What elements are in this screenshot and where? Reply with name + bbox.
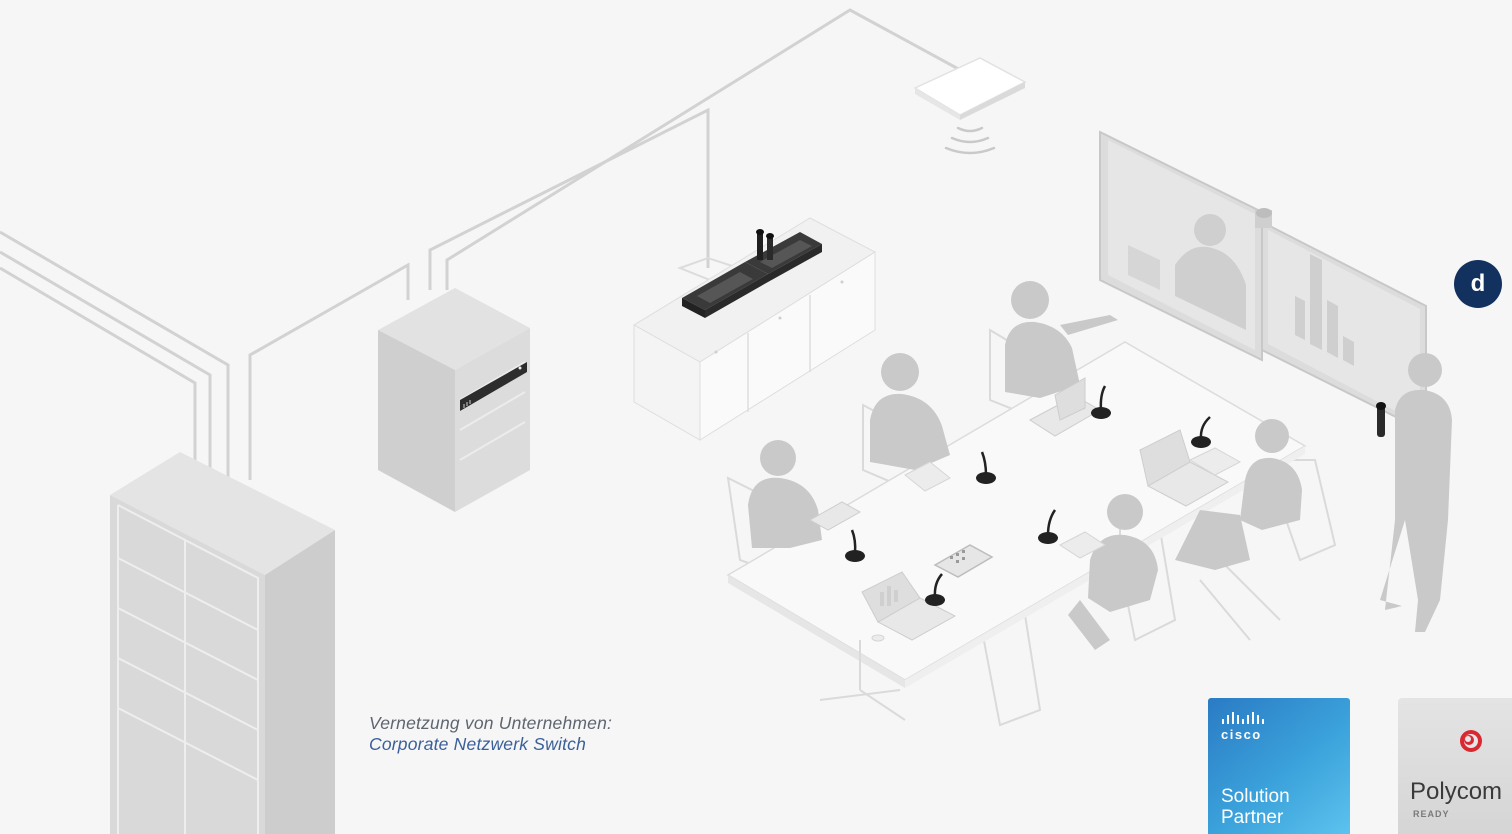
cisco-badge-line-1: Solution	[1221, 786, 1290, 807]
polycom-ready-label: READY	[1413, 809, 1450, 819]
laptop-right	[1139, 429, 1230, 507]
caption-line-2: Corporate Netzwerk Switch	[369, 734, 587, 754]
person-center-back	[1005, 281, 1118, 398]
hotspot-marker-label: d	[1470, 270, 1486, 297]
cisco-solution-partner-badge: cisco Solution Partner	[1208, 698, 1350, 834]
mic-5	[845, 529, 865, 562]
video-display-wall	[1099, 130, 1427, 434]
server-cabinet	[110, 452, 335, 834]
laptop-left	[808, 501, 862, 531]
laptop-front	[861, 571, 957, 641]
person-center-left	[870, 353, 950, 470]
mic-2	[1191, 416, 1211, 448]
cisco-wordmark: cisco	[1221, 727, 1262, 742]
diagram-caption: Vernetzung von Unternehmen: Corporate Ne…	[369, 713, 612, 755]
network-switch-rack	[378, 288, 530, 512]
shared-bar-chart	[1295, 254, 1354, 366]
mic-3	[976, 451, 996, 484]
mic-1	[1091, 385, 1111, 419]
delegate-microphones	[845, 385, 1211, 606]
polycom-wordmark: Polycom	[1410, 778, 1503, 805]
person-right-back	[1175, 419, 1302, 570]
documents	[871, 447, 1242, 642]
remote-participants	[1128, 214, 1246, 330]
sideboard	[633, 217, 877, 441]
table-control-unit	[933, 544, 994, 578]
wireless-receivers	[682, 229, 822, 318]
laptop-back	[1029, 377, 1102, 437]
laptops	[808, 377, 1230, 641]
network-cables	[0, 8, 976, 480]
polycom-logo-icon	[1460, 730, 1482, 752]
cisco-badge-line-2: Partner	[1221, 807, 1284, 828]
standing-presenter	[1376, 353, 1452, 632]
polycom-ready-badge: Polycom READY	[1398, 698, 1512, 834]
mic-6	[925, 573, 945, 606]
person-left-front	[748, 440, 822, 548]
caption-line-1: Vernetzung von Unternehmen:	[369, 713, 613, 733]
person-right-front	[1068, 494, 1158, 650]
mic-4	[1038, 509, 1058, 544]
ceiling-microphone	[913, 57, 1027, 155]
seated-participants	[748, 281, 1302, 650]
hotspot-marker-d[interactable]: d	[1454, 260, 1502, 308]
cisco-bars-icon	[1222, 712, 1264, 724]
